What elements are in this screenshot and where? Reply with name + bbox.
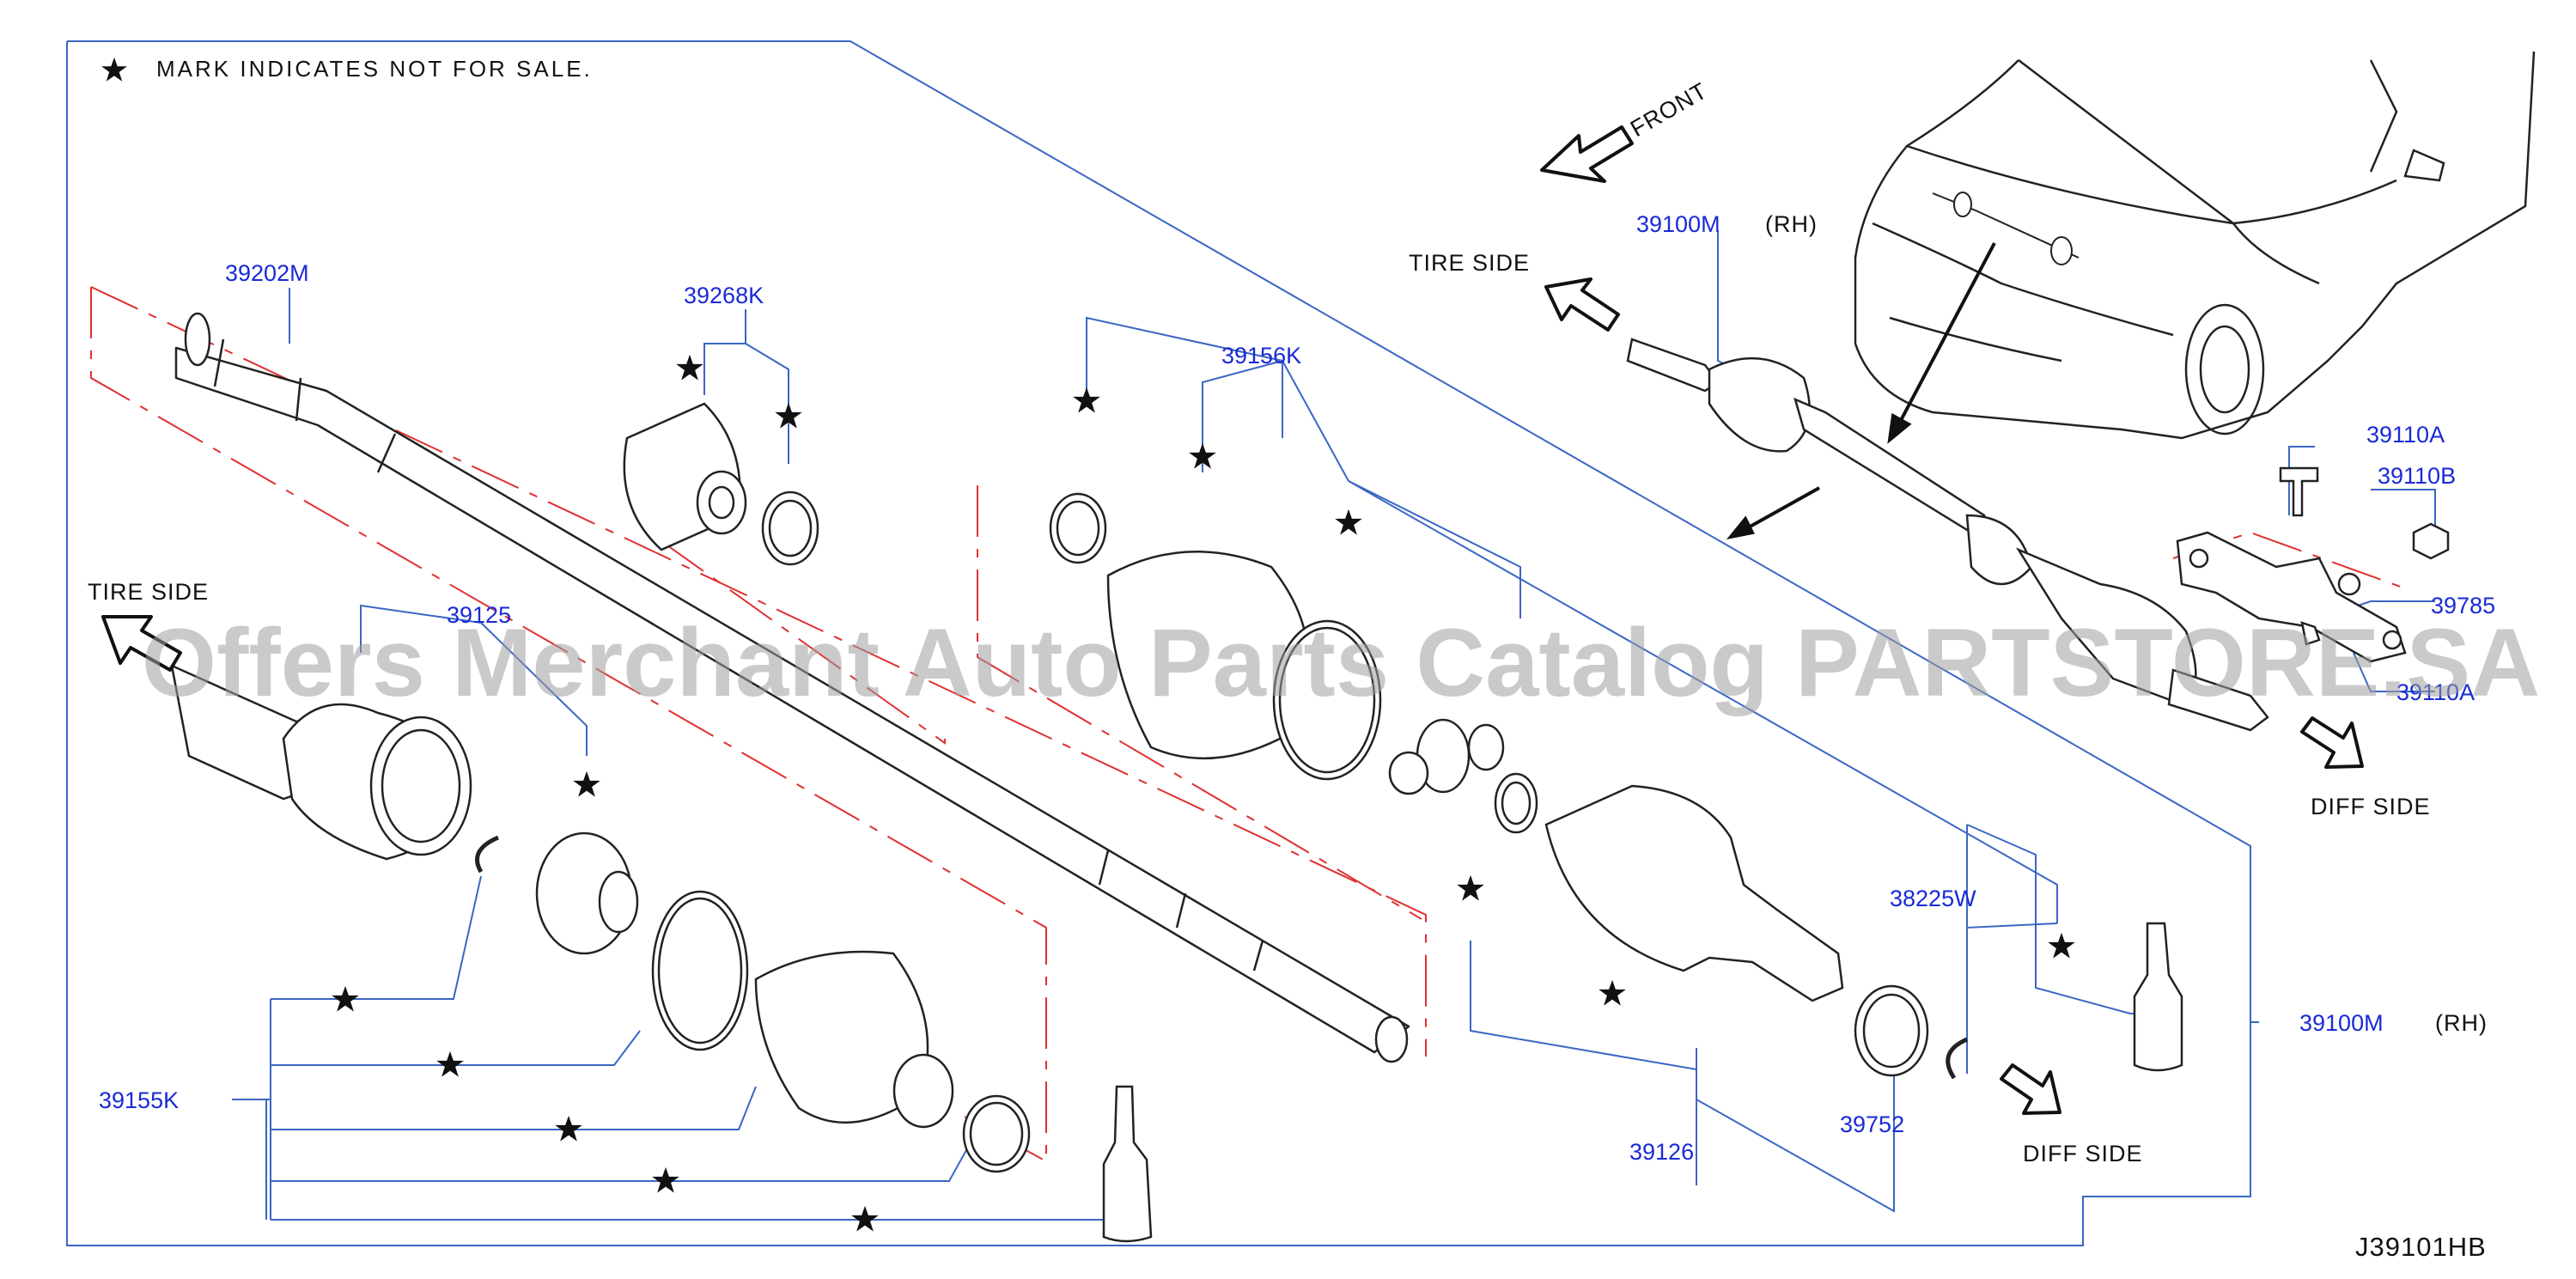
label-39156K[interactable]: 39156K	[1221, 343, 1301, 368]
grease-tube-left	[1102, 1085, 1153, 1243]
star-icon	[573, 770, 600, 797]
install-direction-arrows	[1726, 242, 1996, 540]
label-39155K[interactable]: 39155K	[99, 1087, 179, 1113]
grease-tube-right	[2133, 922, 2183, 1072]
diff-side-label-bottom: DIFF SIDE	[2023, 1141, 2143, 1166]
label-39202M[interactable]: 39202M	[225, 260, 309, 286]
vehicle-shaft-detail	[1932, 192, 2080, 265]
star-icon	[1073, 387, 1100, 413]
vehicle-outline	[1854, 51, 2536, 440]
diff-side-arrow-bottom-icon	[2000, 1063, 2061, 1115]
star-icon	[676, 354, 703, 381]
tire-side-arrow-left-icon	[101, 615, 182, 672]
assembled-shaft	[1626, 338, 2269, 732]
inner-housing	[1544, 784, 1969, 1080]
label-39110A-bottom[interactable]: 39110A	[2396, 679, 2475, 705]
star-icon	[851, 1205, 879, 1232]
watermark: Offers Merchant Auto Parts Catalog PARTS…	[142, 609, 2540, 716]
legend-note: MARK INDICATES NOT FOR SALE.	[101, 56, 593, 82]
label-39126[interactable]: 39126	[1629, 1139, 1694, 1165]
diff-side-arrow-right-icon	[2300, 716, 2364, 769]
leader-lines	[232, 230, 2436, 1221]
star-icon	[652, 1166, 679, 1193]
tire-side-arrow-top-icon	[1544, 277, 1620, 332]
label-38225W[interactable]: 38225W	[1890, 886, 1976, 911]
label-39110B[interactable]: 39110B	[2378, 463, 2456, 489]
outer-boot	[651, 890, 1031, 1173]
star-icon	[2048, 932, 2075, 959]
diff-side-label-right: DIFF SIDE	[2311, 794, 2431, 819]
star-icon	[1457, 874, 1484, 901]
tire-side-label-top: TIRE SIDE	[1409, 250, 1530, 276]
star-icon	[101, 57, 127, 82]
tripod-joint	[1388, 718, 1538, 834]
legend-note-text: MARK INDICATES NOT FOR SALE.	[156, 56, 593, 82]
damper-weight	[623, 402, 819, 566]
label-39125[interactable]: 39125	[447, 602, 511, 628]
support-bracket	[2176, 466, 2450, 663]
front-arrow-icon	[1540, 125, 1634, 183]
front-label: FRONT	[1626, 77, 1712, 142]
not-for-sale-stars	[332, 354, 2075, 1232]
frame-border	[66, 40, 2251, 1246]
label-39100M-top[interactable]: 39100M	[1636, 211, 1720, 237]
star-icon	[555, 1115, 582, 1142]
part-labels: 39202M 39268K 39156K 39125 39155K 39100M…	[99, 211, 2495, 1165]
label-rh-right: (RH)	[2435, 1010, 2488, 1036]
label-39268K[interactable]: 39268K	[684, 283, 764, 308]
star-icon	[1599, 979, 1626, 1006]
label-39100M-right[interactable]: 39100M	[2299, 1010, 2384, 1036]
drive-shaft	[174, 312, 1410, 1063]
star-icon	[436, 1051, 464, 1077]
label-39110A-top[interactable]: 39110A	[2366, 422, 2445, 448]
label-39752[interactable]: 39752	[1840, 1112, 1904, 1137]
inner-boot	[1049, 492, 1382, 781]
label-39785[interactable]: 39785	[2431, 593, 2495, 618]
label-rh-top: (RH)	[1765, 211, 1818, 237]
outer-cv-joint	[170, 663, 639, 955]
diagram-code: J39101HB	[2355, 1232, 2487, 1262]
tire-side-label-left: TIRE SIDE	[88, 579, 209, 605]
star-icon	[1335, 509, 1362, 535]
